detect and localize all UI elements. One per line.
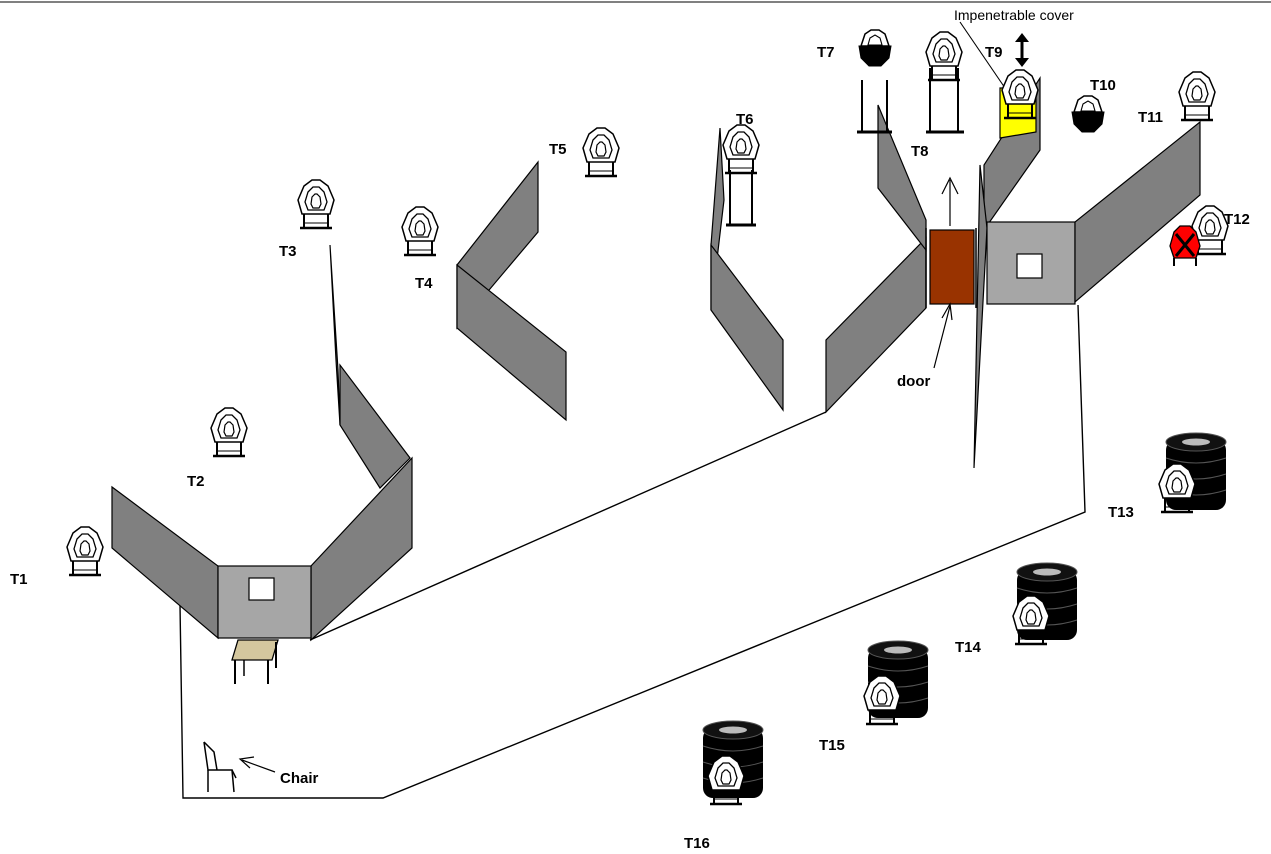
target-t10-icon [1071, 95, 1105, 133]
label-t10: T10 [1090, 77, 1116, 94]
label-t15: T15 [819, 737, 845, 754]
label-t2: T2 [187, 473, 205, 490]
target-stand-t8 [926, 68, 964, 134]
fault-line-right [179, 304, 1086, 799]
label-t4: T4 [415, 275, 433, 292]
wall-left-start [111, 485, 219, 640]
label-t16: T16 [684, 835, 710, 852]
table-icon [231, 639, 279, 684]
cover-label: Impenetrable cover [954, 7, 1074, 23]
label-t8: T8 [911, 143, 929, 160]
door [929, 229, 975, 305]
door-pointer [933, 305, 951, 369]
label-t1: T1 [10, 571, 28, 588]
label-t12: T12 [1224, 211, 1250, 228]
start-room [217, 565, 312, 639]
right-room-window [1016, 253, 1043, 279]
wall-right-room [1074, 120, 1201, 304]
chair-pointer [241, 759, 276, 773]
double-arrow-icon [1015, 33, 1029, 67]
label-t13: T13 [1108, 504, 1134, 521]
wall-t4-lower [456, 263, 567, 422]
no-shoot-icon [1169, 225, 1201, 266]
target-t3-icon [296, 178, 336, 230]
wall-t3-angle [339, 363, 411, 489]
target-t5-icon [581, 126, 621, 178]
wall-t3-spine [329, 244, 341, 426]
wall-t6-angle [710, 243, 784, 412]
wall-door-upper [877, 104, 927, 252]
label-t14: T14 [955, 639, 982, 656]
target-t1-icon [65, 525, 105, 577]
target-t2-icon [209, 406, 249, 458]
label-t11: T11 [1138, 109, 1163, 126]
target-t4-icon [400, 205, 440, 257]
wall-long-spine [973, 164, 988, 469]
chair-label: Chair [280, 770, 319, 787]
target-stand-t6 [726, 170, 756, 227]
wall-right-start [310, 456, 413, 642]
target-t8-icon [924, 30, 964, 82]
door-label: door [897, 373, 930, 390]
label-t9: T9 [985, 44, 1003, 61]
label-t3: T3 [279, 243, 297, 260]
target-t7-icon [858, 29, 892, 67]
chair-icon [203, 741, 237, 793]
fault-line-middle [309, 411, 827, 641]
label-t6: T6 [736, 111, 754, 128]
start-room-window [248, 577, 275, 601]
label-t7: T7 [817, 44, 835, 61]
target-t11-icon [1177, 70, 1217, 122]
target-stand-t7 [857, 80, 892, 134]
label-t5: T5 [549, 141, 567, 158]
cover-pointer [959, 21, 1006, 89]
target-t6-icon [721, 123, 761, 175]
